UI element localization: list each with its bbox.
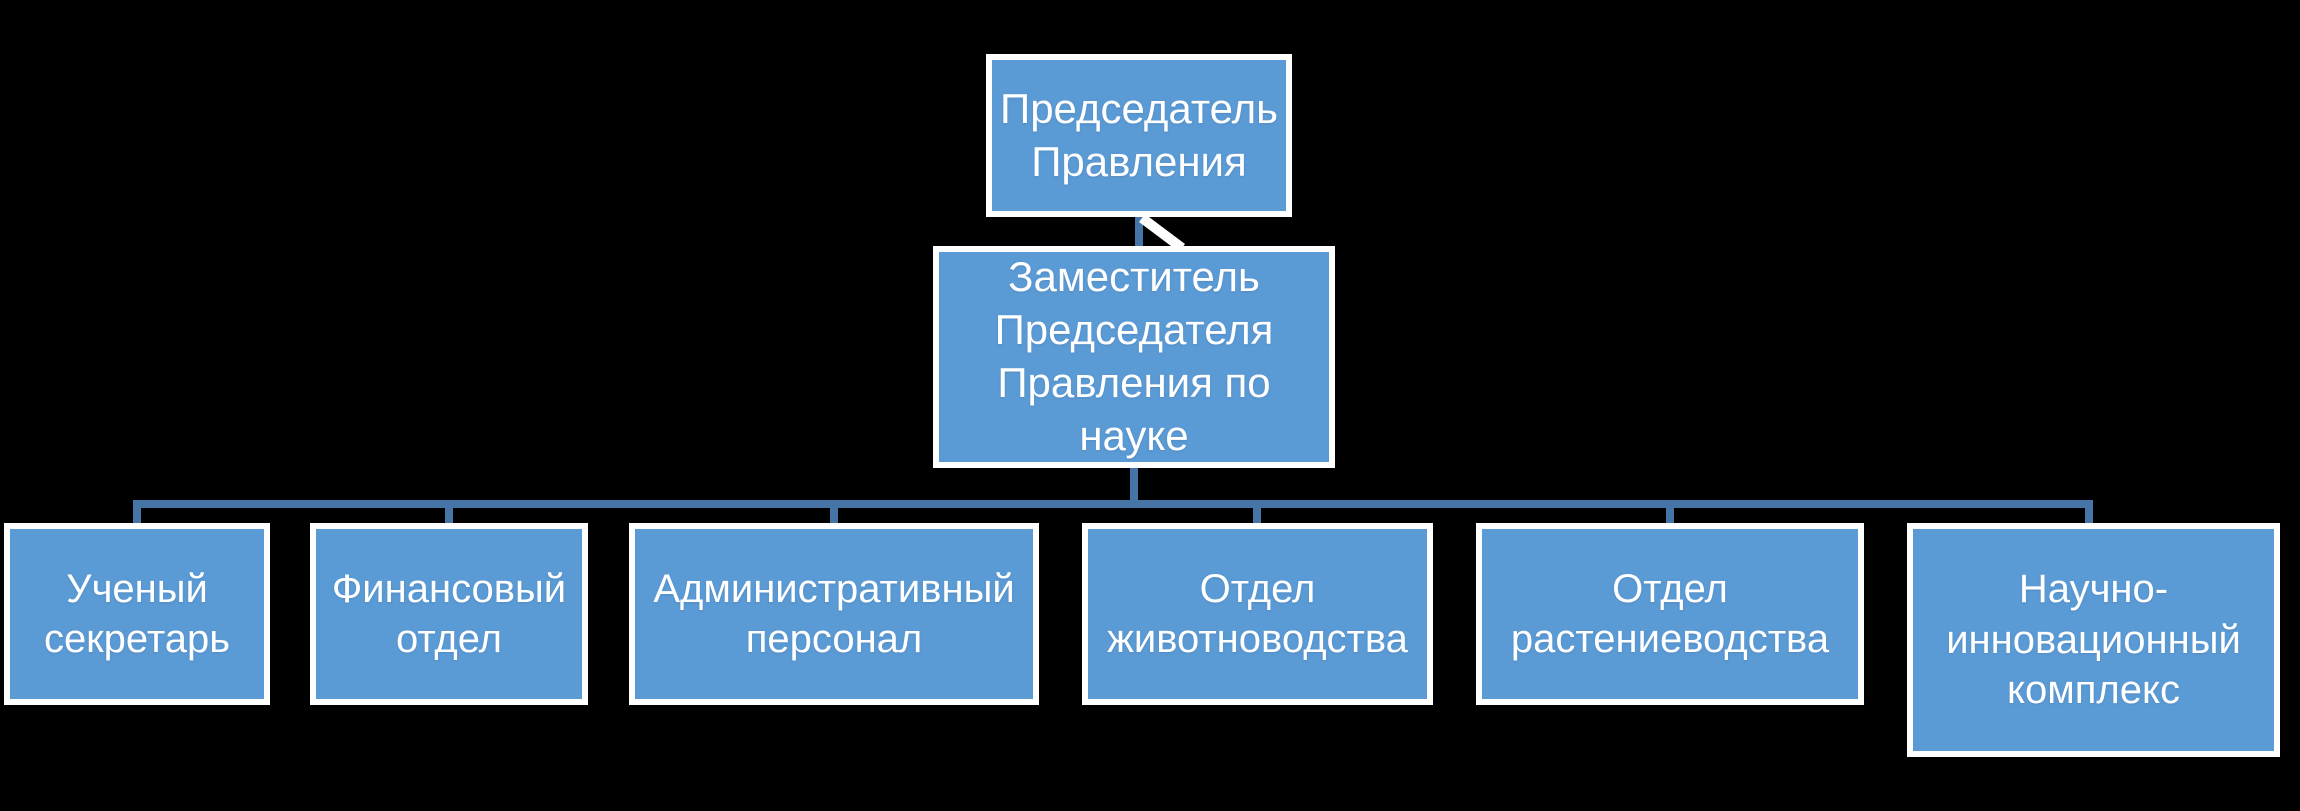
org-node-chairman-label: Председатель Правления	[1000, 84, 1278, 185]
org-node-administrative-staff: Административный персонал	[629, 523, 1039, 705]
org-node-label: Научно-инновационный комплекс	[1946, 567, 2241, 713]
org-node-science-innovation-complex: Научно-инновационный комплекс	[1907, 523, 2280, 757]
org-node-label: Ученый секретарь	[43, 566, 231, 661]
connector-diagonal-artifact	[1139, 214, 1185, 252]
org-node-label: Отдел растениеводства	[1510, 566, 1830, 661]
org-node-label: Административный персонал	[653, 566, 1015, 661]
org-node-crop-department: Отдел растениеводства	[1476, 523, 1864, 705]
org-node-finance-department: Финансовый отдел	[310, 523, 588, 705]
org-node-chairman: Председатель Правления	[986, 54, 1292, 217]
org-node-scientific-secretary: Ученый секретарь	[4, 523, 270, 705]
org-node-livestock-department: Отдел животноводства	[1082, 523, 1433, 705]
org-node-deputy-label: Заместитель Председателя Правления по на…	[994, 253, 1274, 459]
org-node-label: Финансовый отдел	[331, 566, 567, 661]
org-node-deputy-for-science: Заместитель Председателя Правления по на…	[933, 246, 1335, 468]
org-node-label: Отдел животноводства	[1107, 566, 1408, 661]
